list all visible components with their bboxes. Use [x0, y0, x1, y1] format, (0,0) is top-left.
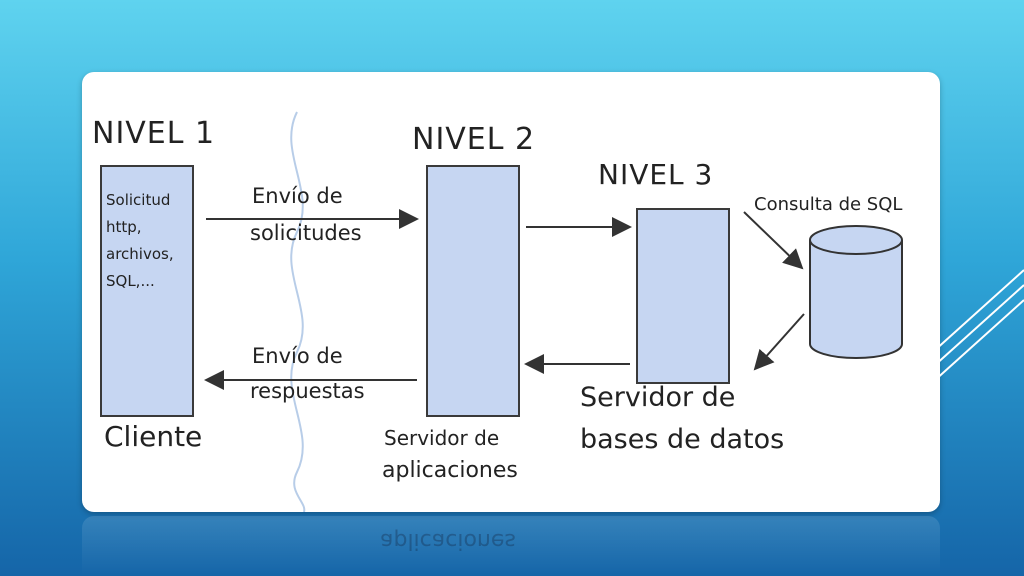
db-server-caption-line2: bases de datos	[580, 424, 785, 455]
response-label-line2: respuestas	[250, 379, 365, 403]
client-caption: Cliente	[104, 420, 203, 453]
level1-title: NIVEL 1	[92, 116, 216, 151]
app-server-box	[426, 165, 520, 417]
request-label-line1: Envío de	[252, 184, 343, 208]
app-server-caption-line1: Servidor de	[384, 426, 500, 450]
database-icon	[809, 225, 903, 359]
app-server-caption-line2: aplicaciones	[382, 458, 518, 483]
wavy-separator	[290, 111, 306, 512]
db-server-box	[636, 208, 730, 384]
db-server-caption-line1: Servidor de	[580, 382, 736, 413]
diagram-graphics	[204, 111, 903, 512]
card-reflection	[82, 516, 940, 576]
client-box-line: archivos,	[106, 245, 174, 263]
client-box-line: SQL,...	[106, 272, 155, 290]
client-box-line: http,	[106, 218, 142, 236]
sql-query-label: Consulta de SQL	[754, 194, 903, 215]
decorative-lines	[924, 269, 1024, 391]
reflection-text: aplicaciones	[380, 528, 516, 553]
arrow-db-response	[753, 313, 805, 371]
client-box-line: Solicitud	[106, 191, 171, 209]
client-box: Solicitud http, archivos, SQL,...	[100, 165, 194, 417]
arrow-sql-query	[743, 211, 804, 270]
request-label-line2: solicitudes	[250, 221, 362, 245]
response-label-line1: Envío de	[252, 344, 343, 368]
level3-title: NIVEL 3	[598, 158, 714, 191]
level2-title: NIVEL 2	[412, 122, 536, 157]
client-box-text: Solicitud http, archivos, SQL,...	[102, 167, 192, 295]
diagram-card: NIVEL 1 Solicitud http, archivos, SQL,..…	[82, 72, 940, 512]
